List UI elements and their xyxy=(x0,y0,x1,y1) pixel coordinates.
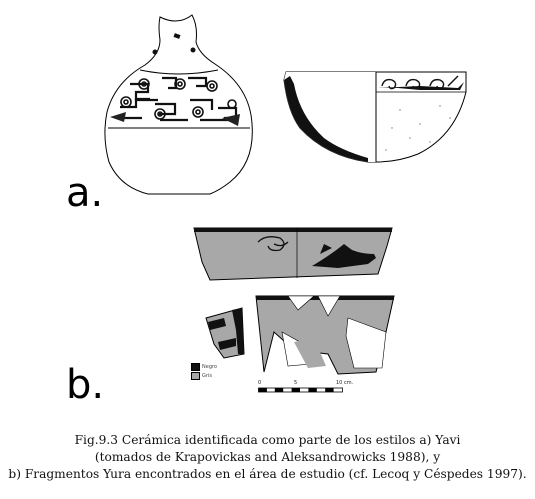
legend-item-gray: Gris xyxy=(191,371,217,380)
yavi-jar-drawing xyxy=(104,14,253,195)
yura-sherd-left xyxy=(205,307,245,359)
legend-item-black: Negro xyxy=(191,362,217,371)
scale-middle: 5 xyxy=(294,380,298,386)
legend-label-black: Negro xyxy=(202,363,217,370)
caption-line-3: b) Fragmentos Yura encontrados en el áre… xyxy=(8,467,527,481)
scale-end: 10 cm. xyxy=(336,380,354,386)
yura-sherd-top xyxy=(193,227,393,281)
panel-label-b: b. xyxy=(66,362,105,408)
figure-caption: Fig.9.3 Cerámica identificada como parte… xyxy=(0,432,535,483)
scale-start: 0 xyxy=(258,380,262,386)
caption-line-1: Fig.9.3 Cerámica identificada como parte… xyxy=(74,433,461,447)
caption-line-2: (tomados de Krapovickas and Aleksandrowi… xyxy=(94,450,441,464)
scale-bar: 0 5 10 cm. xyxy=(258,380,368,396)
legend-label-gray: Gris xyxy=(202,372,212,379)
swatch-gray xyxy=(191,371,200,380)
swatch-black xyxy=(191,362,200,371)
color-legend: Negro Gris xyxy=(191,362,217,380)
panel-label-a: a. xyxy=(66,170,104,216)
yavi-bowl-drawing xyxy=(283,71,467,163)
scale-bar-graphic xyxy=(258,387,343,393)
yura-sherd-right xyxy=(255,295,395,375)
